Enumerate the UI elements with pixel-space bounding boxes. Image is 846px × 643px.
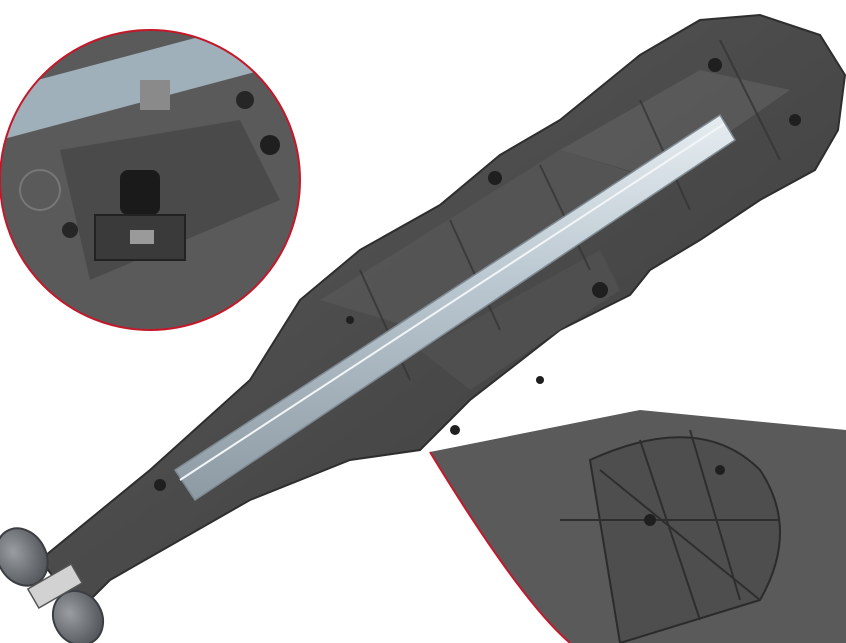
- aluminium-rail: [173, 113, 737, 502]
- wheels: [0, 527, 105, 643]
- detail-inset-bottom: [429, 410, 846, 643]
- chassis-screws: [154, 58, 801, 491]
- detail-inset-circle: [0, 29, 301, 331]
